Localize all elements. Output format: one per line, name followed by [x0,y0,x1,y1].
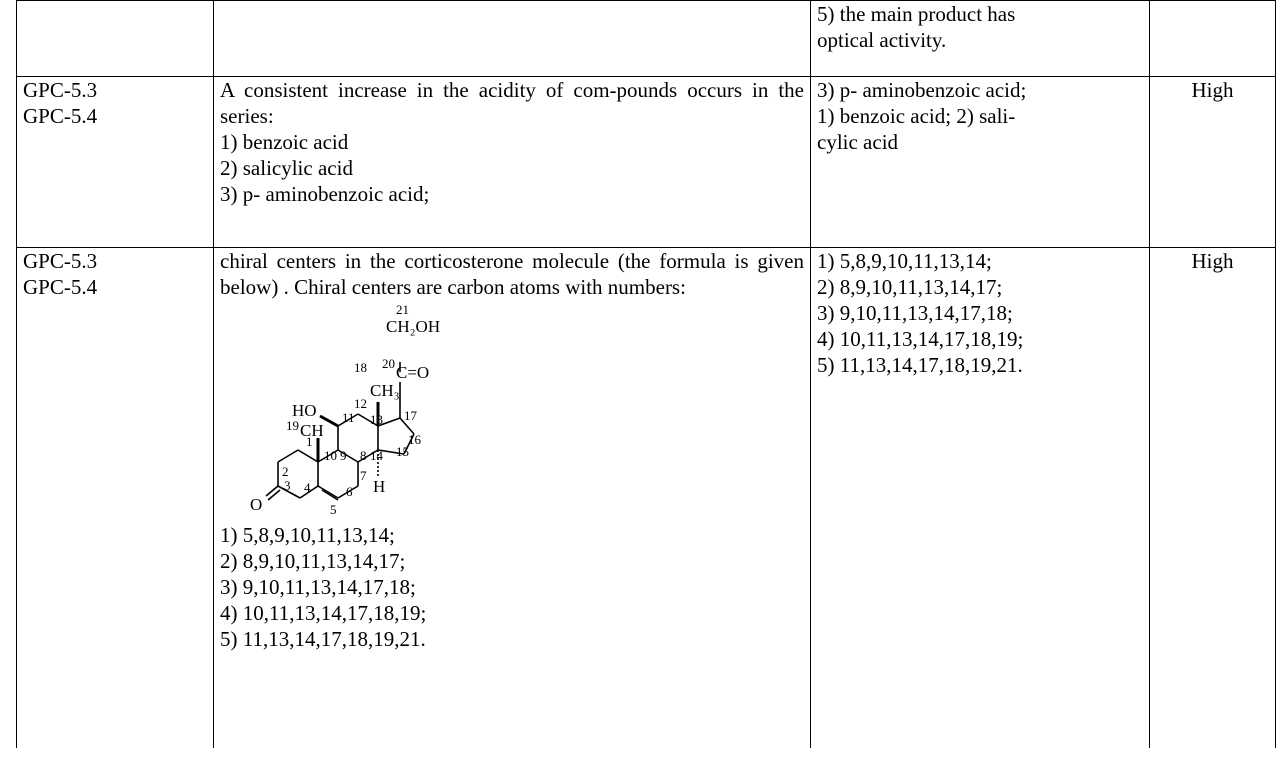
question-cell: A consistent increase in the acidity of … [213,76,811,248]
atom-label: HO [292,401,317,420]
atom-label: 4 [304,480,311,495]
formula-bonds [265,362,415,501]
atom-label: H [373,477,385,496]
atom-label: 12 [354,396,367,411]
atom-label: 15 [396,444,409,459]
answer-line: 4) 10,11,13,14,17,18,19; [817,327,1024,351]
table-row: GPC-5.3 GPC-5.4 chiral centers in the co… [16,247,1276,748]
atom-label: CH₃ [370,381,400,400]
atom-label: 20 [382,356,395,371]
answer-line: 2) 8,9,10,11,13,14,17; [817,275,1003,299]
atom-label: 16 [408,432,422,447]
competence-code: GPC-5.3 [23,249,98,273]
atom-label: CH [300,421,324,440]
atom-label: 2 [282,464,289,479]
atom-label: 17 [404,408,418,423]
question-option: 5) 11,13,14,17,18,19,21. [220,627,426,651]
question-option: 1) 5,8,9,10,11,13,14; [220,523,395,547]
question-option: 1) benzoic acid [220,130,349,154]
level-cell: High [1149,247,1276,748]
answer-cell: 1) 5,8,9,10,11,13,14; 2) 8,9,10,11,13,14… [810,247,1150,748]
atom-label: 3 [284,478,291,493]
corticosterone-structure-formula: 21 CH₂OH 20 C=O 18 CH₃ HO 19 CH 11 12 13… [250,302,440,517]
atom-label: 8 [360,448,367,463]
answer-line: 3) p- aminobenzoic acid; [817,78,1027,102]
answer-line: 1) 5,8,9,10,11,13,14; [817,249,992,273]
level-cell [1149,0,1276,77]
question-option: 3) p- aminobenzoic acid; [220,182,430,206]
answer-line: 5) 11,13,14,17,18,19,21. [817,353,1023,377]
atom-label: CH₂OH [386,317,440,336]
question-option: 3) 9,10,11,13,14,17,18; [220,575,416,599]
answer-line: 5) the main product has [817,2,1016,26]
question-table: 5) the main product has optical activity… [16,0,1276,748]
difficulty-level: High [1191,249,1234,273]
atom-label: 1 [306,434,313,449]
question-option: 4) 10,11,13,14,17,18,19; [220,601,427,625]
competence-code: GPC-5.4 [23,104,98,128]
question-cell [213,0,811,77]
question-cell: chiral centers in the corticosterone mol… [213,247,811,748]
atom-label: 19 [286,418,299,433]
formula-labels: 21 CH₂OH 20 C=O 18 CH₃ HO 19 CH 11 12 13… [250,302,440,517]
answer-line: cylic acid [817,130,899,154]
answer-line: 1) benzoic acid; 2) sali- [817,104,1016,128]
difficulty-level: High [1191,78,1234,102]
level-cell: High [1149,76,1276,248]
atom-label: 9 [340,448,347,463]
atom-label: 10 [324,448,337,463]
atom-label: 7 [360,468,367,483]
atom-label: 14 [370,448,384,463]
atom-label: 6 [346,484,353,499]
atom-label: 13 [370,412,383,427]
question-option: 2) 8,9,10,11,13,14,17; [220,549,406,573]
table-row: GPC-5.3 GPC-5.4 A consistent increase in… [16,76,1276,248]
question-intro: chiral centers in the corticosterone mol… [220,249,804,299]
atom-label: 11 [342,410,355,425]
atom-label: 5 [330,502,337,517]
question-intro: A consistent increase in the acidity of … [220,78,804,128]
competence-code: GPC-5.3 [23,78,98,102]
competence-code-cell: GPC-5.3 GPC-5.4 [16,76,214,248]
atom-label: C=O [396,363,429,382]
answer-line: optical activity. [817,28,947,52]
competence-code: GPC-5.4 [23,275,98,299]
question-options: 1) 5,8,9,10,11,13,14; 2) 8,9,10,11,13,14… [220,522,804,652]
atom-label: 18 [354,360,367,375]
atom-label: O [250,495,262,514]
competence-code-cell: GPC-5.3 GPC-5.4 [16,247,214,748]
answer-cell: 3) p- aminobenzoic acid; 1) benzoic acid… [810,76,1150,248]
competence-code-cell [16,0,214,77]
question-option: 2) salicylic acid [220,156,353,180]
answer-line: 3) 9,10,11,13,14,17,18; [817,301,1013,325]
answer-cell: 5) the main product has optical activity… [810,0,1150,77]
table-row: 5) the main product has optical activity… [16,0,1276,77]
atom-label: 21 [396,302,409,317]
